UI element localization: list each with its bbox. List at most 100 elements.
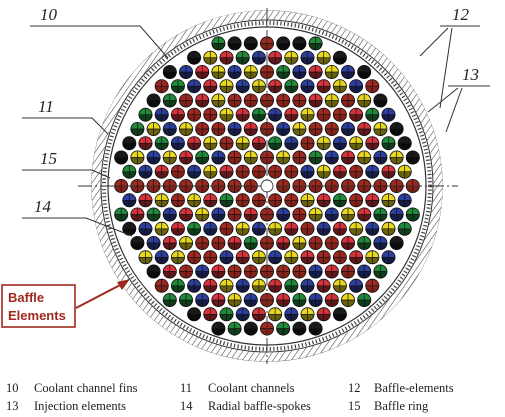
injection-element <box>154 221 169 236</box>
injection-element <box>235 307 250 322</box>
baffle-element <box>340 93 355 108</box>
callout-14: 14 <box>34 197 52 216</box>
injection-element <box>114 207 129 222</box>
injection-element <box>162 235 177 250</box>
baffle-element <box>292 93 307 108</box>
injection-element <box>227 321 242 336</box>
injection-element <box>373 122 388 137</box>
injection-element <box>211 150 226 165</box>
baffle-annotation-arrowhead <box>117 279 130 290</box>
injection-element <box>389 122 404 137</box>
baffle-annotation-line1: Baffle <box>8 290 44 305</box>
injection-element <box>316 50 331 65</box>
injection-element <box>178 150 193 165</box>
injection-element <box>268 221 283 236</box>
injection-element <box>211 321 226 336</box>
legend-label-11: Coolant channels <box>208 381 295 395</box>
baffle-element <box>203 250 218 265</box>
baffle-element <box>292 150 307 165</box>
injection-element <box>138 193 153 208</box>
injection-element <box>357 264 372 279</box>
baffle-element <box>195 235 210 250</box>
injection-elements-group <box>114 36 420 336</box>
baffle-element <box>219 136 234 151</box>
injection-element <box>162 292 177 307</box>
baffle-element <box>365 79 380 94</box>
injection-element <box>187 307 202 322</box>
injection-element <box>349 136 364 151</box>
injection-element <box>268 107 283 122</box>
injection-element <box>203 50 218 65</box>
injection-element <box>178 292 193 307</box>
injection-element <box>235 136 250 151</box>
injection-element <box>389 150 404 165</box>
injection-element <box>373 235 388 250</box>
injection-element <box>340 292 355 307</box>
baffle-element <box>203 107 218 122</box>
baffle-elements-annotation: Baffle Elements <box>1 279 130 328</box>
injection-element <box>122 136 137 151</box>
legend-label-12: Baffle-elements <box>374 381 454 395</box>
injection-element <box>340 122 355 137</box>
injection-element <box>349 107 364 122</box>
injection-element <box>381 164 396 179</box>
injection-element <box>170 221 185 236</box>
injection-element <box>187 50 202 65</box>
injection-element <box>251 50 266 65</box>
baffle-element <box>332 250 347 265</box>
injection-element <box>130 150 145 165</box>
injection-element <box>195 93 210 108</box>
injection-element <box>235 50 250 65</box>
baffle-element <box>178 178 193 193</box>
injection-element <box>219 250 234 265</box>
injection-element <box>357 207 372 222</box>
baffle-element <box>308 235 323 250</box>
injection-element <box>276 235 291 250</box>
center-axes <box>78 8 458 364</box>
injection-element <box>219 164 234 179</box>
injection-element <box>373 93 388 108</box>
injection-element <box>114 150 129 165</box>
injection-element <box>170 79 185 94</box>
injection-element <box>276 122 291 137</box>
baffle-element <box>187 250 202 265</box>
baffle-element <box>170 164 185 179</box>
injection-element <box>195 65 210 80</box>
injection-element <box>349 79 364 94</box>
injection-element <box>195 150 210 165</box>
injection-element <box>268 278 283 293</box>
baffle-element <box>235 193 250 208</box>
baffle-element <box>300 136 315 151</box>
injection-element <box>219 79 234 94</box>
callout-10: 10 <box>40 5 58 24</box>
injection-element <box>276 36 291 51</box>
injection-element <box>292 65 307 80</box>
injection-element <box>178 235 193 250</box>
baffle-element <box>211 122 226 137</box>
injection-element <box>146 207 161 222</box>
injection-element <box>308 93 323 108</box>
injection-element <box>332 164 347 179</box>
injection-element <box>243 207 258 222</box>
baffle-element <box>276 264 291 279</box>
leader-10 <box>30 25 169 59</box>
injection-element <box>292 235 307 250</box>
injection-element <box>381 136 396 151</box>
baffle-element <box>243 93 258 108</box>
injection-element <box>357 65 372 80</box>
injection-element <box>276 292 291 307</box>
injection-element <box>276 150 291 165</box>
baffle-element <box>276 93 291 108</box>
legend-num-14: 14 <box>180 399 193 413</box>
baffle-element <box>178 93 193 108</box>
injection-element <box>251 136 266 151</box>
injection-element <box>243 36 258 51</box>
injection-element <box>170 278 185 293</box>
injection-element <box>373 264 388 279</box>
legend-num-12: 12 <box>348 381 361 395</box>
injection-element <box>211 36 226 51</box>
injection-element <box>357 235 372 250</box>
injection-element <box>340 207 355 222</box>
injection-element <box>251 221 266 236</box>
baffle-element <box>251 193 266 208</box>
